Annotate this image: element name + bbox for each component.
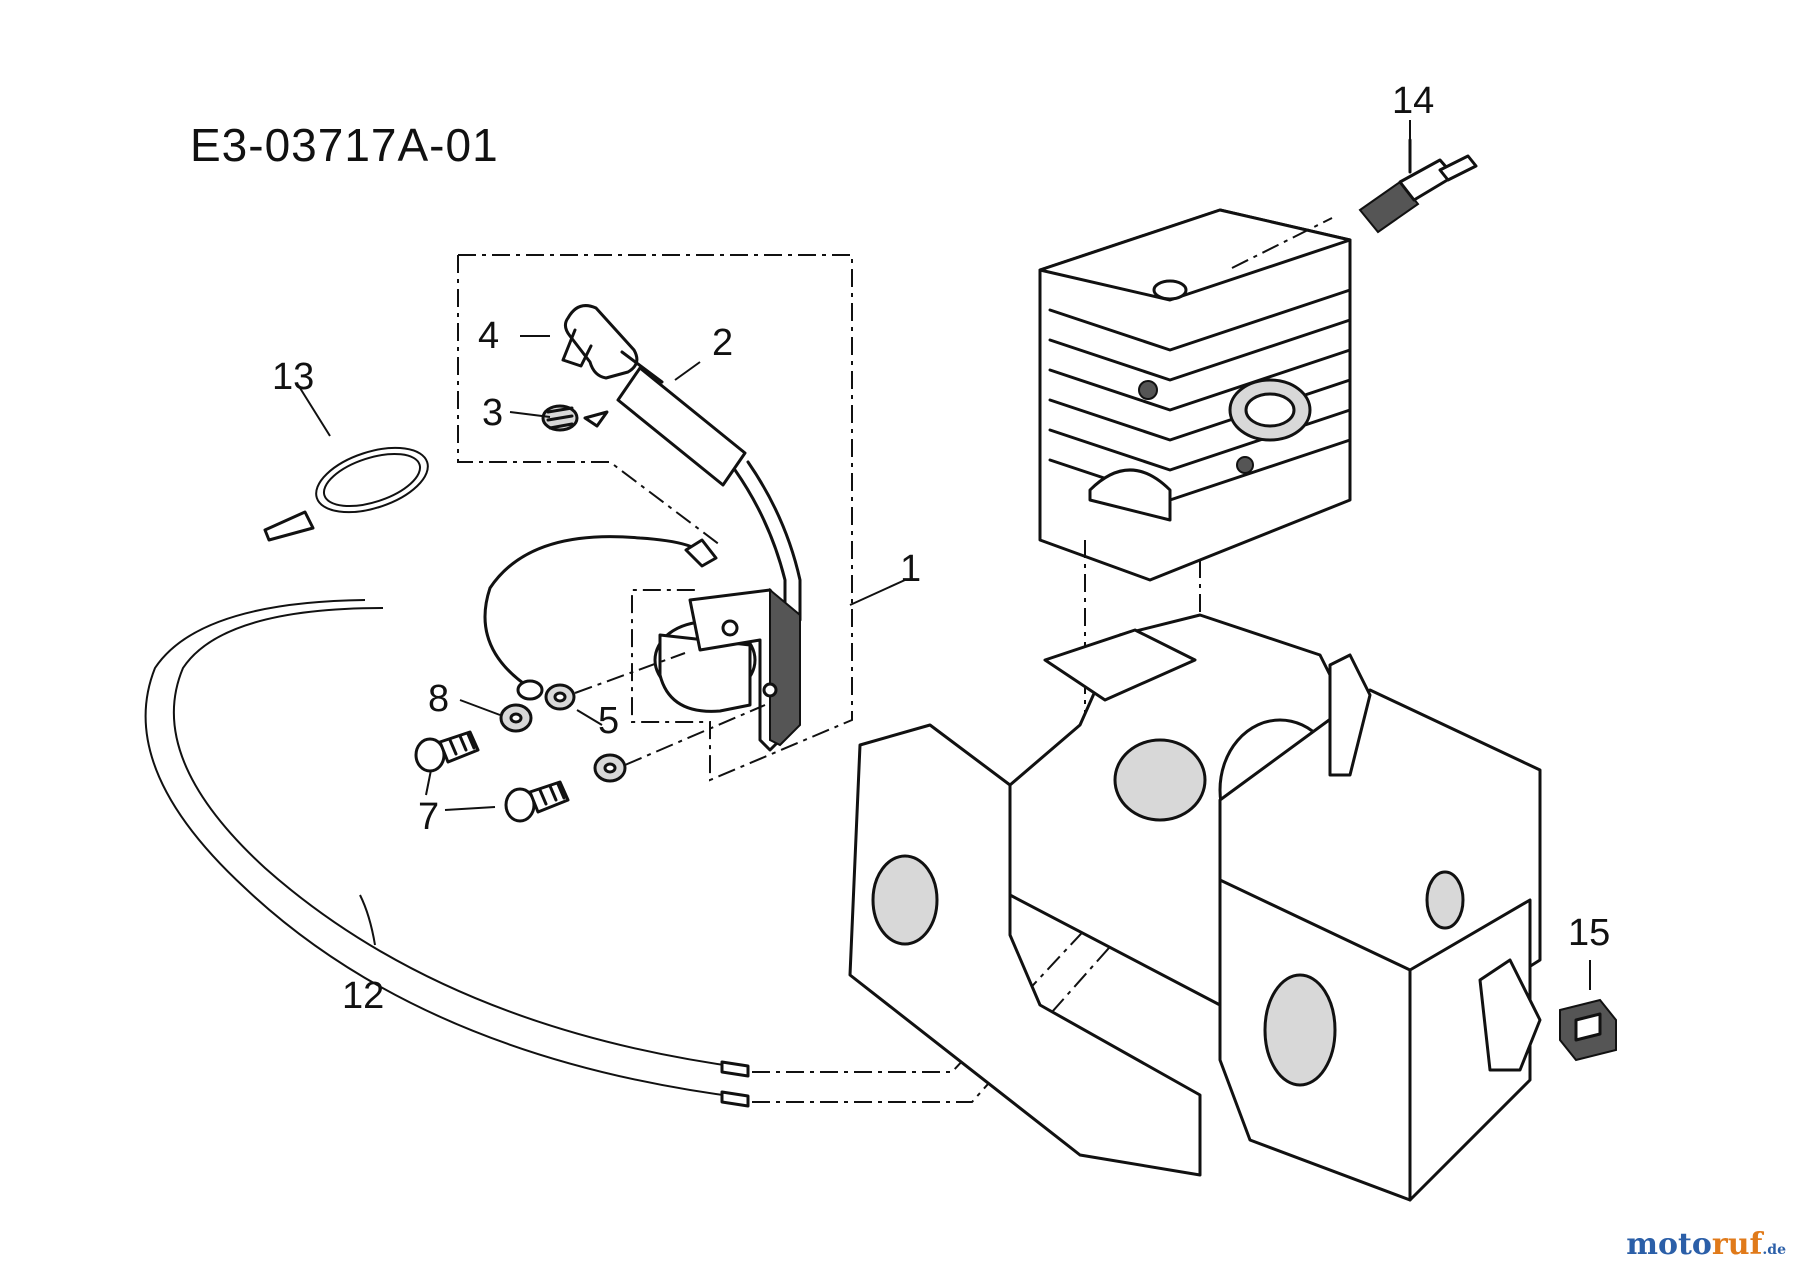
callout-15: 15: [1568, 912, 1611, 954]
switch-cable: [172, 607, 746, 1069]
diagram-code: E3-03717A-01: [190, 119, 499, 171]
callout-13: 13: [272, 356, 315, 398]
callout-3: 3: [482, 392, 504, 434]
screw: [504, 780, 570, 823]
callout-4: 4: [478, 315, 500, 357]
screw: [414, 730, 480, 773]
callout-5: 5: [598, 700, 620, 742]
crankcase: [848, 613, 1542, 1202]
ignition-coil: [653, 587, 801, 752]
callout-14: 14: [1392, 80, 1435, 122]
ground-wire: [483, 535, 708, 690]
spring: [541, 404, 609, 432]
callout-8: 8: [428, 678, 450, 720]
spark-plug: [1358, 138, 1478, 234]
callout-12: 12: [342, 975, 385, 1017]
assembly-boundary: [458, 254, 853, 782]
callout-7: 7: [418, 796, 440, 838]
ignition-lead-boot: [616, 366, 747, 487]
callout-2: 2: [712, 322, 734, 364]
callout-1: 1: [900, 548, 922, 590]
stop-switch: [1559, 998, 1617, 1062]
motoruf-watermark: motoruf.de: [1626, 1227, 1786, 1262]
cylinder: [1038, 208, 1352, 582]
cable-tie: [263, 446, 429, 542]
spark-plug-cap: [561, 304, 639, 380]
